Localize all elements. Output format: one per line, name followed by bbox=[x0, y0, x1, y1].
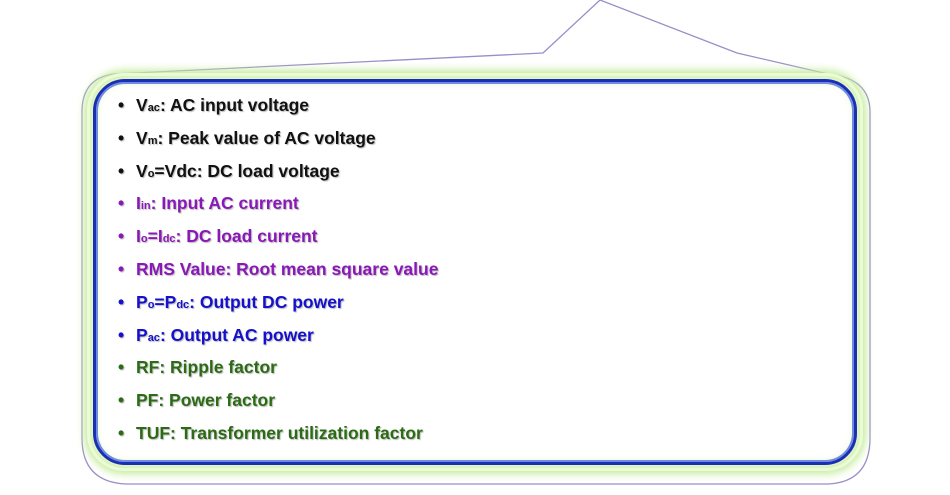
bullet: • bbox=[118, 160, 125, 181]
definition-text: : Peak value of AC voltage bbox=[157, 127, 376, 148]
symbol-subscript: o bbox=[147, 298, 155, 311]
definitions-panel bbox=[93, 79, 857, 465]
symbol-subscript: o bbox=[140, 233, 148, 246]
definition-text: =Vdc: DC load voltage bbox=[154, 160, 340, 181]
definition-pf: • PF: Power factor bbox=[118, 390, 438, 423]
symbol: I bbox=[136, 193, 141, 214]
bullet: • bbox=[118, 95, 125, 115]
symbol: V bbox=[136, 127, 148, 148]
bullet: • bbox=[118, 193, 125, 214]
definition-text: : Output DC power bbox=[189, 291, 344, 312]
definition-text: : AC input voltage bbox=[159, 95, 310, 115]
symbol-equals: =I bbox=[147, 226, 163, 247]
bullet: • bbox=[118, 291, 125, 312]
definition-text: : Output AC power bbox=[159, 324, 314, 345]
definition-rms: • RMS Value: Root mean square value bbox=[118, 259, 438, 292]
definition-text: RF: Ripple factor bbox=[136, 357, 277, 378]
bullet: • bbox=[118, 127, 125, 148]
definition-text: TUF: Transformer utilization factor bbox=[136, 422, 423, 443]
bullet: • bbox=[118, 390, 125, 411]
bullet: • bbox=[118, 324, 125, 345]
symbol: V bbox=[136, 160, 148, 181]
symbol: P bbox=[136, 324, 148, 345]
bullet: • bbox=[118, 226, 125, 247]
panel-glow bbox=[90, 76, 860, 468]
symbol-subscript: ac bbox=[147, 102, 160, 114]
symbol: P bbox=[136, 291, 148, 312]
symbol-subscript-2: dc bbox=[176, 298, 190, 311]
definition-text: : DC load current bbox=[175, 226, 318, 247]
bullet: • bbox=[118, 357, 125, 378]
symbol-subscript: m bbox=[147, 134, 158, 147]
symbol-equals: =P bbox=[154, 291, 177, 312]
definition-tuf: • TUF: Transformer utilization factor bbox=[118, 423, 438, 456]
definition-text: : Input AC current bbox=[150, 193, 299, 214]
symbol-subscript: o bbox=[147, 167, 155, 180]
definition-text: RMS Value: Root mean square value bbox=[136, 258, 439, 279]
symbol: I bbox=[136, 226, 141, 247]
bullet: • bbox=[118, 258, 125, 279]
symbol-subscript-2: dc bbox=[162, 233, 176, 246]
definition-rf: • RF: Ripple factor bbox=[118, 357, 438, 390]
definition-text: PF: Power factor bbox=[136, 390, 276, 411]
bullet: • bbox=[118, 422, 125, 443]
symbol: V bbox=[136, 95, 148, 115]
symbol-subscript: in bbox=[140, 200, 151, 213]
symbol-subscript: ac bbox=[147, 331, 160, 344]
